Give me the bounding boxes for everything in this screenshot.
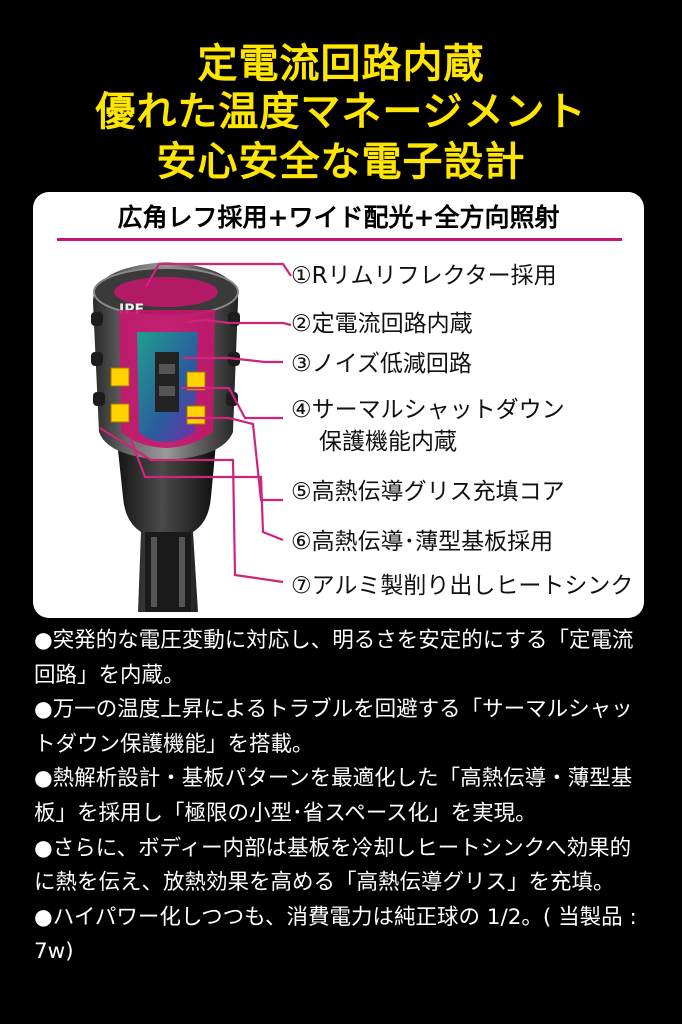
paragraph-thin-board: ●熱解析設計・基板パターンを最適化した「高熱伝導・薄型基板」を採用し「極限の小型… <box>34 766 633 826</box>
led-chips <box>110 367 206 425</box>
feature-noise-reduction: ③ノイズ低減回路 <box>291 351 472 377</box>
wedge-base <box>115 422 218 612</box>
feature-thermal-shutdown: ④サーマルシャットダウン <box>291 397 565 423</box>
leader-line-5 <box>186 416 283 502</box>
feature-panel: 広角レフ採用+ワイド配光+全方向照射 <box>33 192 644 618</box>
leader-line-2 <box>187 318 292 327</box>
feature-thermal-shutdown-line2: 保護機能内蔵 <box>319 429 457 455</box>
paragraph-constant-current: ●突発的な電圧変動に対応し、明るさを安定的にする「定電流回路」を内蔵。 <box>34 628 634 688</box>
leader-lines <box>99 262 292 584</box>
leader-line-4 <box>181 386 283 420</box>
leader-line-6 <box>128 436 284 542</box>
description-text: ●突発的な電圧変動に対応し、明るさを安定的にする「定電流回路」を内蔵。 ●万一の… <box>34 624 650 970</box>
headline-line-2: 優れた温度マネージメント <box>95 89 587 135</box>
headline-line-3: 安心安全な電子設計 <box>156 139 526 185</box>
title-divider <box>57 238 622 241</box>
leader-line-7 <box>99 427 284 584</box>
feature-aluminum-heatsink: ⑦アルミ製削り出しヒートシンク <box>291 573 634 599</box>
leader-line-3 <box>183 356 283 364</box>
panel-title: 広角レフ採用+ワイド配光+全方向照射 <box>117 203 560 232</box>
leader-line-1 <box>145 262 292 288</box>
paragraph-thermal-shutdown: ●万一の温度上昇によるトラブルを回避する「サーマルシャットダウン保護機能」を搭載… <box>34 697 633 757</box>
paragraph-grease: ●さらに、ボディー内部は基板を冷却しヒートシンクへ効果的に熱を伝え、放熱効果を高… <box>34 835 632 896</box>
headline-line-1: 定電流回路内蔵 <box>197 41 485 87</box>
feature-thin-board: ⑥高熱伝導･薄型基板採用 <box>291 529 554 555</box>
paragraph-power: ●ハイパワー化しつつも、消費電力は純正球の 1/2。( 当製品 : 7w) <box>34 904 637 965</box>
feature-constant-current: ②定電流回路内蔵 <box>291 311 473 337</box>
circuit-board <box>155 352 179 412</box>
feature-grease-core: ⑤高熱伝導グリス充填コア <box>291 479 565 505</box>
feature-rim-reflector: ①Rリムリフレクター採用 <box>291 263 557 289</box>
led-bulb-illustration: IPF <box>91 262 292 612</box>
